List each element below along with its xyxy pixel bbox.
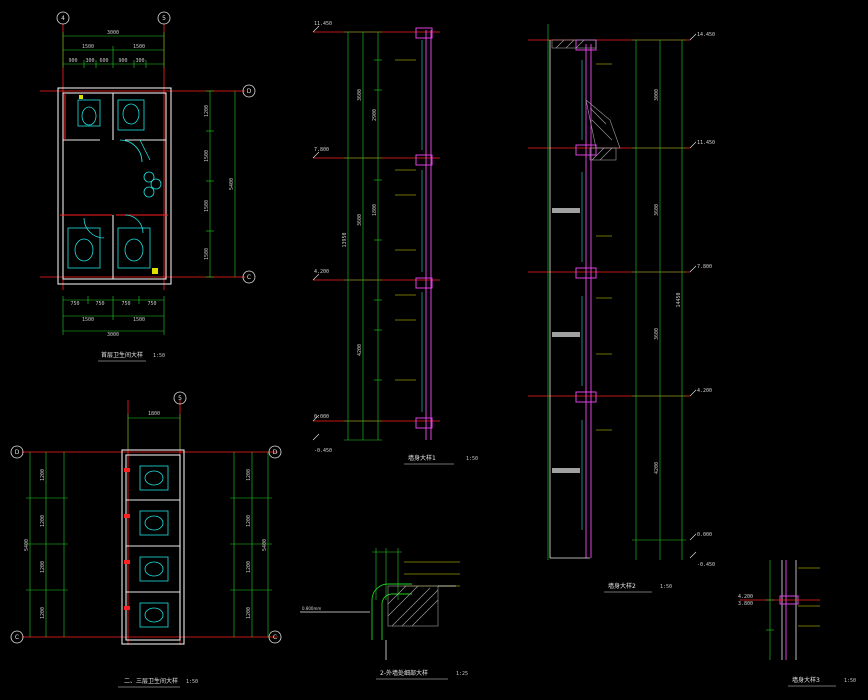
dim-text: 750 [121,301,130,307]
drawing-title: 墙身大样1 [408,454,436,462]
axis-label-c: C [15,634,19,641]
drawing-title: 墙身大样2 [608,582,636,590]
drawing-scale: 1:50 [466,456,478,462]
axis-label-c: C [273,634,277,641]
dim-text: 3600 [654,328,660,340]
drawing-scale: 1:50 [153,353,165,359]
level-mark: 4.200 [738,594,753,600]
dim-text: 900 [118,58,127,64]
level-mark: 11.450 [314,21,332,27]
drawing-title: 墙身大样3 [792,676,820,684]
drawing-title: 2-外墙处细部大样 [380,669,428,677]
level-mark: 4.200 [697,388,712,394]
drawing-scale: 1:50 [186,679,198,685]
dim-text: 13950 [342,232,348,247]
dim-text: 1500 [133,317,145,323]
dim-text: 300 [135,58,144,64]
dim-text: 1500 [133,44,145,50]
drawing-title: 首层卫生间大样 [101,351,143,359]
dim-text: 1200 [246,561,252,573]
dim-text: 3000 [107,332,119,338]
dim-text: 750 [70,301,79,307]
dim-text: 5400 [229,178,235,190]
exterior-wall-detail: 0.800mm 2-外墙处细部大样 1:25 [300,548,468,680]
level-mark: 3.800 [738,601,753,607]
drawing-scale: 1:50 [844,678,856,684]
axis-label-c: C [247,274,251,281]
dim-text: 3000 [107,30,119,36]
axis-label-d: D [247,88,252,95]
dim-text: 1500 [82,44,94,50]
level-mark: -0.450 [314,448,332,454]
dim-text: 3600 [654,204,660,216]
dim-text: 900 [68,58,77,64]
axis-label-5: 5 [178,395,182,402]
dim-text: 1500 [204,200,210,212]
level-mark: 4.200 [314,269,329,275]
wall-section-1: 11.450 7.800 4.200 0.000 -0.450 3600 360… [312,21,478,465]
dim-text: 600 [99,58,108,64]
dim-text: 2900 [372,109,378,121]
dim-text: 4200 [654,462,660,474]
dim-text: 3000 [654,89,660,101]
drawing-scale: 1:25 [456,671,468,677]
level-mark: -0.450 [697,562,715,568]
dim-text: 300 [85,58,94,64]
dim-text: 750 [95,301,104,307]
dim-text: 5400 [262,539,268,551]
dim-text: 750 [147,301,156,307]
dim-text: 1200 [40,561,46,573]
dim-text: 1200 [204,105,210,117]
level-mark: 0.000 [314,414,329,420]
dim-text: 1500 [204,248,210,260]
level-mark: 11.450 [697,140,715,146]
dim-text: 1500 [204,150,210,162]
detail-note: 0.800mm [302,606,321,611]
axis-label-d: D [273,449,278,456]
drawing-scale: 1:50 [660,584,672,590]
axis-label-5: 5 [162,15,166,22]
dim-text: 4200 [357,344,363,356]
wall-section-3: 4.200 3.800 墙身大样3 1:50 [738,560,856,687]
level-mark: 0.000 [697,532,712,538]
plan-upper-floor-toilet: 5 D C D C 1800 1200 1200 1200 1200 [10,391,282,688]
dim-text: 1500 [82,317,94,323]
dim-text: 3600 [357,89,363,101]
dim-text: 5400 [24,539,30,551]
axis-label-d: D [15,449,20,456]
dim-text: 1200 [40,469,46,481]
dim-text: 3600 [357,214,363,226]
dim-text: 1800 [148,411,160,417]
drawing-title: 二、三层卫生间大样 [124,677,178,685]
wall-section-2: 14.450 11.450 7.800 4.200 0.000 -0.450 3… [528,24,715,593]
dim-text: 1200 [246,607,252,619]
plan-ground-floor-toilet: 4 5 D C [40,11,256,362]
dim-text: 1800 [372,204,378,216]
level-mark: 7.800 [697,264,712,270]
axis-label-4: 4 [61,15,65,22]
dim-text: 1200 [246,515,252,527]
level-mark: 14.450 [697,32,715,38]
dim-text: 14450 [676,292,682,307]
dim-text: 1200 [246,469,252,481]
dim-text: 1200 [40,607,46,619]
level-mark: 7.800 [314,147,329,153]
dim-text: 1200 [40,515,46,527]
